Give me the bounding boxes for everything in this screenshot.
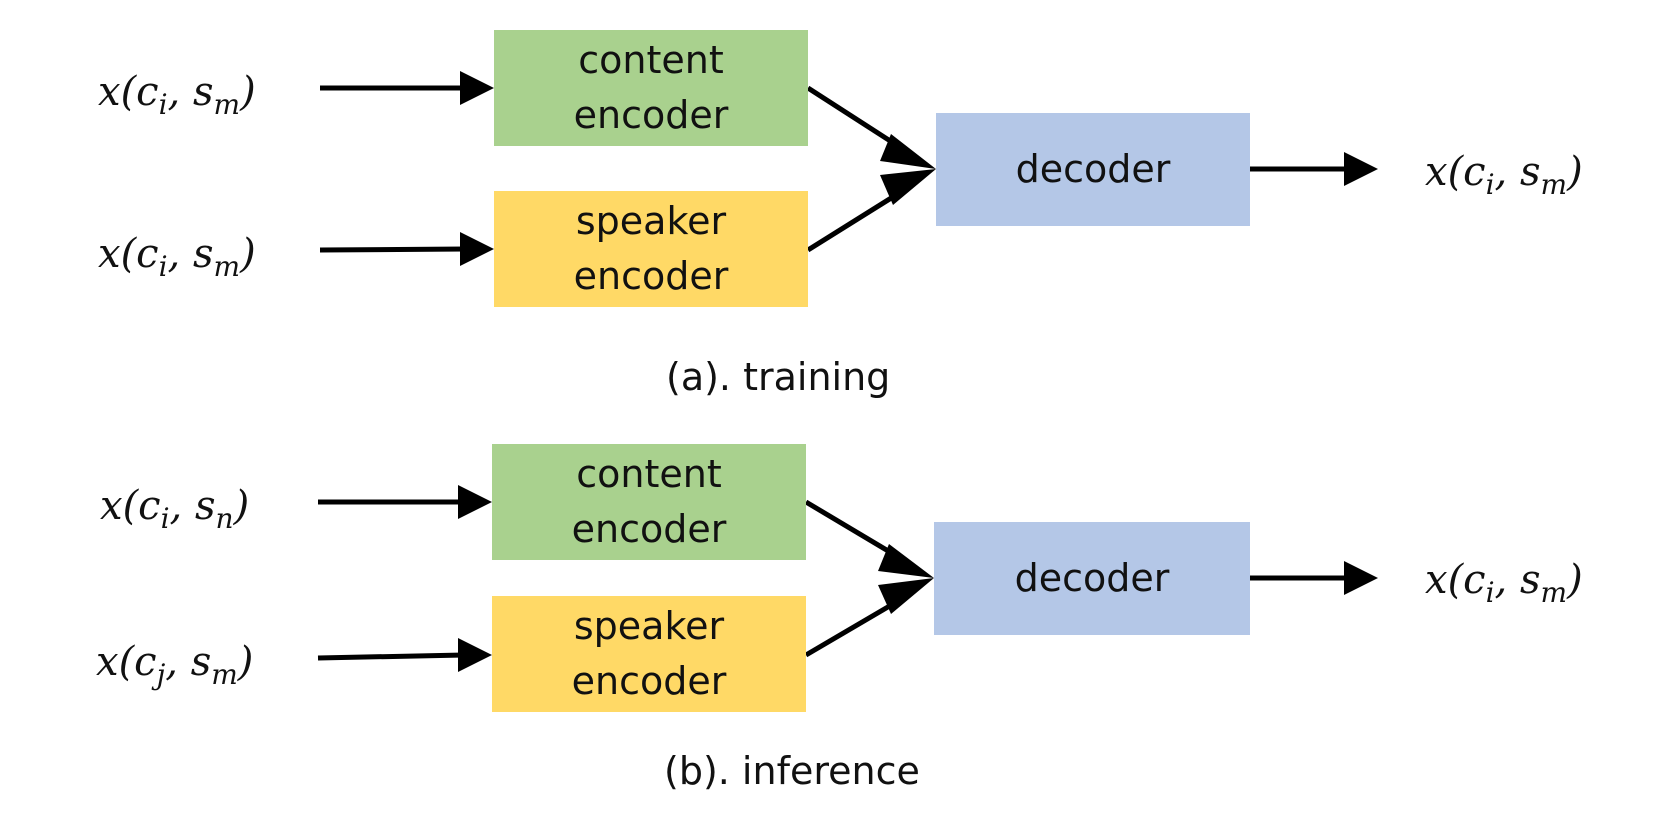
arrowhead: [878, 578, 934, 614]
speaker-encoder-label-line2: encoder: [573, 254, 729, 298]
content-encoder-label-line2: encoder: [573, 93, 729, 137]
inference-input-2-label: x(cj, sm): [96, 639, 254, 691]
arrowhead: [880, 169, 936, 205]
training-input-2-label: x(ci, sm): [98, 231, 256, 283]
arrowhead: [878, 544, 934, 578]
training-speaker-encoder-box: speaker encoder: [494, 191, 808, 307]
arrowhead: [458, 638, 492, 672]
decoder-label: decoder: [1015, 146, 1171, 191]
inference-decoder-box: decoder: [934, 522, 1250, 635]
speaker-encoder-label-line2: encoder: [571, 659, 727, 703]
arrow-training-input2: [319, 246, 467, 253]
arrowhead: [880, 134, 936, 169]
content-encoder-label-line1: content: [576, 451, 722, 496]
arrowhead: [1344, 152, 1378, 186]
arrowhead: [1344, 561, 1378, 595]
inference-output-label: x(ci, sm): [1425, 557, 1583, 609]
training-decoder-box: decoder: [936, 113, 1250, 226]
speaker-encoder-label-line1: speaker: [575, 198, 727, 243]
inference-arrows: [317, 485, 1378, 672]
training-input-1-label: x(ci, sm): [98, 69, 256, 121]
content-encoder-label-line1: content: [578, 37, 724, 82]
arrow-inference-input2: [317, 652, 465, 661]
inference-input-1-label: x(ci, sn): [100, 483, 250, 535]
training-caption: (a). training: [666, 355, 891, 399]
arrowhead: [460, 71, 494, 105]
inference-speaker-encoder-box: speaker encoder: [492, 596, 806, 712]
training-arrows: [319, 71, 1378, 266]
arrowhead: [458, 485, 492, 519]
content-encoder-label-line2: encoder: [571, 507, 727, 551]
inference-content-encoder-box: content encoder: [492, 444, 806, 560]
training-content-encoder-box: content encoder: [494, 30, 808, 146]
inference-caption: (b). inference: [664, 749, 920, 793]
arrowhead: [460, 232, 494, 266]
speaker-encoder-label-line1: speaker: [573, 603, 725, 648]
decoder-label: decoder: [1014, 555, 1170, 600]
training-output-label: x(ci, sm): [1425, 149, 1583, 201]
